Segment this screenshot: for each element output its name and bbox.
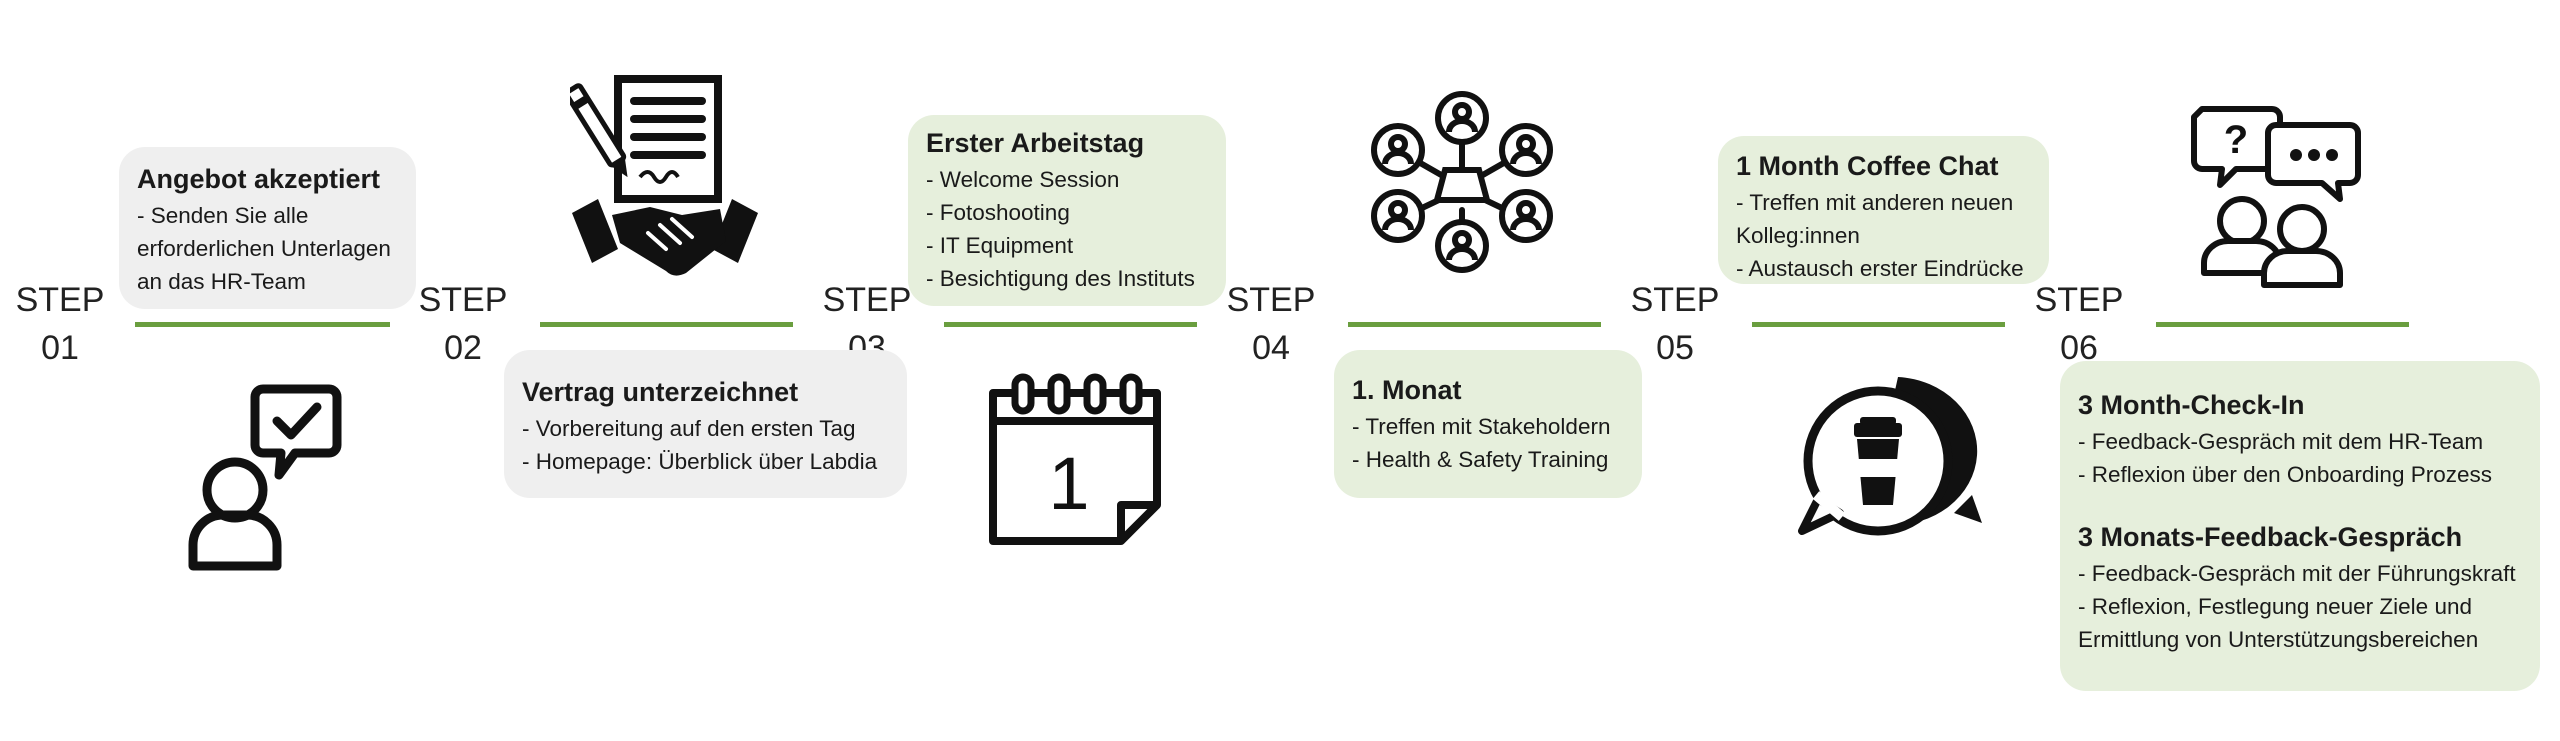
step-number: 06 [2060, 329, 2098, 367]
step-label-01: STEP 01 [15, 276, 105, 372]
card-line: - Health & Safety Training [1352, 447, 1609, 472]
timeline-segment-01 [135, 322, 390, 327]
card-title: Erster Arbeitstag [926, 128, 1145, 158]
svg-text:?: ? [2224, 118, 2248, 162]
timeline-segment-04 [1348, 322, 1601, 327]
step-word: STEP [1630, 281, 1720, 319]
timeline-segment-06 [2156, 322, 2409, 327]
card-line: an das HR-Team [137, 269, 306, 294]
card-title: 3 Month-Check-In [2078, 390, 2305, 420]
step-label-05: STEP 05 [1630, 276, 1720, 372]
step-number: 04 [1252, 329, 1290, 367]
step-label-03: STEP 03 [822, 276, 912, 372]
card-vertrag-unterzeichnet: Vertrag unterzeichnet - Vorbereitung auf… [504, 350, 907, 498]
calendar-day-number: 1 [1048, 442, 1089, 525]
contract-handshake-icon [570, 73, 760, 283]
step-word: STEP [822, 281, 912, 319]
card-line: Ermittlung von Unterstützungsbereichen [2078, 627, 2479, 652]
card-title: 1. Monat [1352, 375, 1462, 405]
card-line: - Welcome Session [926, 167, 1120, 192]
card-line: - Vorbereitung auf den ersten Tag [522, 416, 856, 441]
step-word: STEP [15, 281, 105, 319]
step-label-06: STEP 06 [2034, 276, 2124, 372]
card-line: erforderlichen Unterlagen [137, 236, 391, 261]
timeline-segment-03 [944, 322, 1197, 327]
step-word: STEP [418, 281, 508, 319]
step-number: 05 [1656, 329, 1694, 367]
card-erster-arbeitstag: Erster Arbeitstag - Welcome Session - Fo… [908, 115, 1226, 306]
card-title: Angebot akzeptiert [137, 164, 381, 194]
card-line: - Homepage: Überblick über Labdia [522, 449, 878, 474]
card-line: - IT Equipment [926, 233, 1074, 258]
card-line: - Besichtigung des Instituts [926, 266, 1195, 291]
card-title: 1 Month Coffee Chat [1736, 151, 1999, 181]
card-line: - Austausch erster Eindrücke [1736, 256, 2024, 281]
step-word: STEP [1226, 281, 1316, 319]
person-checkmark-bubble-icon [185, 383, 345, 573]
timeline-segment-05 [1752, 322, 2005, 327]
card-line: - Fotoshooting [926, 200, 1070, 225]
card-title: 3 Monats-Feedback-Gespräch [2078, 522, 2463, 552]
step-label-02: STEP 02 [418, 276, 508, 372]
step-label-04: STEP 04 [1226, 276, 1316, 372]
step-word: STEP [2034, 281, 2124, 319]
card-line: Kolleg:innen [1736, 223, 1860, 248]
calendar-icon: 1 [985, 373, 1165, 548]
card-line: - Feedback-Gespräch mit dem HR-Team [2078, 429, 2484, 454]
card-line: - Reflexion, Festlegung neuer Ziele und [2078, 594, 2472, 619]
card-line: - Reflexion über den Onboarding Prozess [2078, 462, 2492, 487]
card-coffee-chat: 1 Month Coffee Chat - Treffen mit andere… [1718, 136, 2049, 284]
step-number: 02 [444, 329, 482, 367]
timeline-segment-02 [540, 322, 793, 327]
card-line: - Senden Sie alle [137, 203, 309, 228]
step-number: 01 [41, 329, 79, 367]
card-line: - Treffen mit Stakeholdern [1352, 414, 1611, 439]
card-three-month: 3 Month-Check-In - Feedback-Gespräch mit… [2060, 361, 2540, 691]
people-question-bubbles-icon: ? [2190, 103, 2365, 288]
card-angebot-akzeptiert: Angebot akzeptiert - Senden Sie alle erf… [119, 147, 416, 309]
card-erster-monat: 1. Monat - Treffen mit Stakeholdern - He… [1334, 350, 1642, 498]
network-people-icon [1371, 90, 1553, 275]
card-line: - Feedback-Gespräch mit der Führungskraf… [2078, 561, 2516, 586]
card-line: - Treffen mit anderen neuen [1736, 190, 2014, 215]
coffee-chat-icon [1794, 373, 1986, 538]
card-title: Vertrag unterzeichnet [522, 377, 799, 407]
